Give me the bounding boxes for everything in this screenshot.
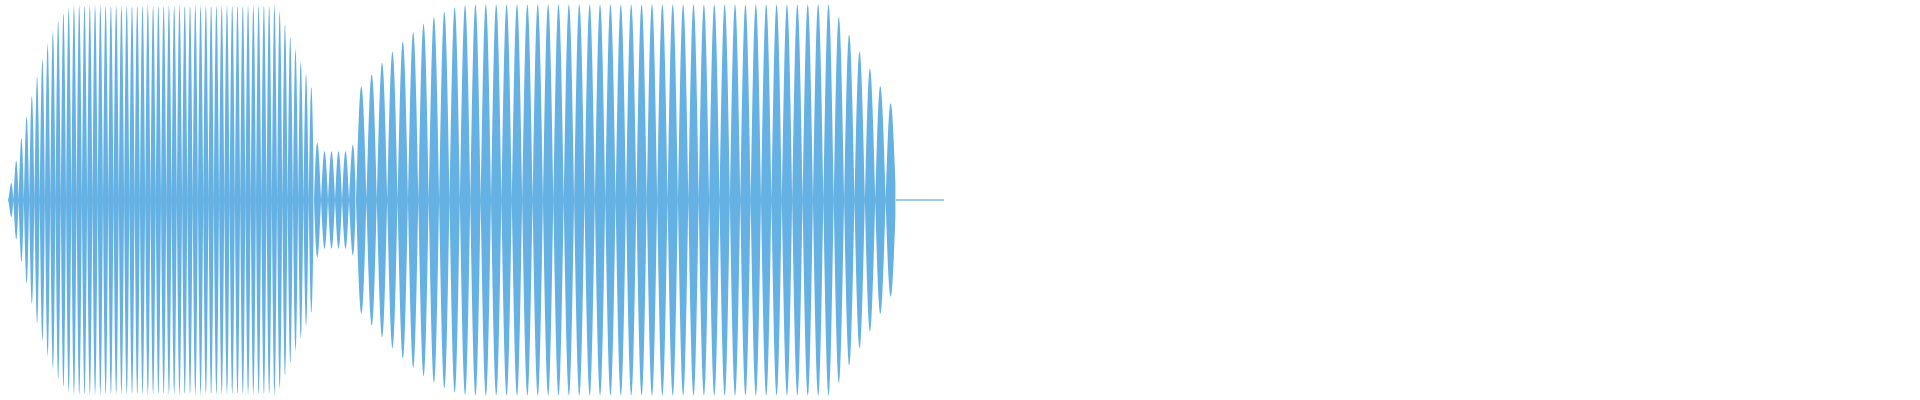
waveform-envelope bbox=[8, 4, 896, 396]
